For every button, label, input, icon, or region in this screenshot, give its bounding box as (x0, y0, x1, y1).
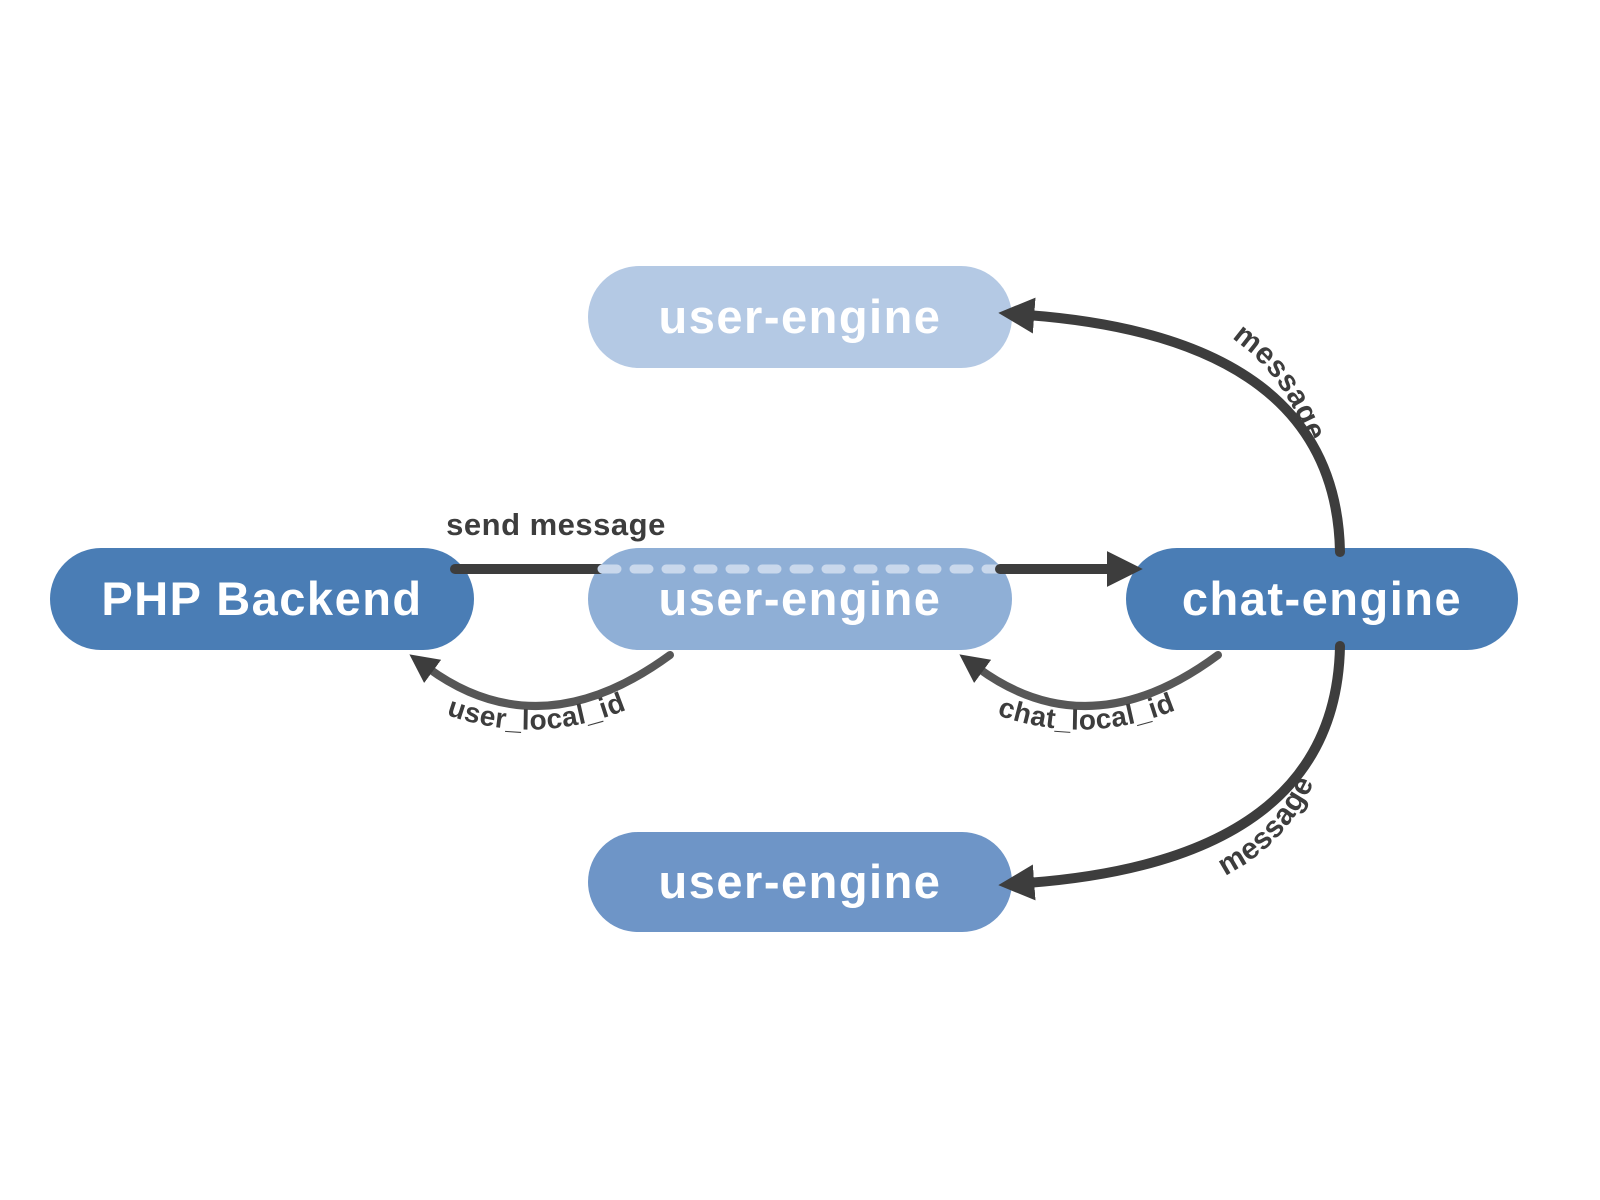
node-chat-engine-shape (1126, 548, 1518, 650)
node-user-engine-bottom: user-engine (588, 832, 1012, 932)
node-user-engine-mid: user-engine (588, 548, 1012, 650)
edge-send-message-label: send message (446, 507, 666, 542)
edge-message-bottom-line (998, 641, 1345, 901)
edge-message-top: message (998, 297, 1345, 557)
node-chat-engine: chat-engine (1126, 548, 1518, 650)
node-php-backend: PHP Backend (50, 548, 474, 650)
node-user-engine-mid-shape (588, 548, 1012, 650)
node-user-engine-top: user-engine (588, 266, 1012, 368)
node-user-engine-top-shape (588, 266, 1012, 368)
edge-user-local-id: user_local_id (409, 651, 674, 736)
edge-chat-local-id-line (959, 651, 1222, 710)
node-user-engine-bottom-shape (588, 832, 1012, 932)
edge-message-top-label: message (1227, 317, 1332, 445)
edge-message-bottom: message (998, 641, 1345, 901)
edge-user-local-id-line (409, 651, 674, 710)
node-chat-engine-label: chat-engine (1182, 572, 1462, 625)
node-php-backend-label: PHP Backend (101, 572, 422, 625)
edge-message-bottom-label: message (1212, 771, 1320, 883)
edge-message-top-line (998, 297, 1345, 557)
node-user-engine-mid-label: user-engine (659, 572, 942, 625)
node-user-engine-bottom-label: user-engine (659, 855, 942, 908)
node-php-backend-shape (50, 548, 474, 650)
edge-chat-local-id: chat_local_id (959, 651, 1222, 736)
node-user-engine-top-label: user-engine (659, 290, 942, 343)
edge-send-message: send message (446, 507, 1143, 587)
